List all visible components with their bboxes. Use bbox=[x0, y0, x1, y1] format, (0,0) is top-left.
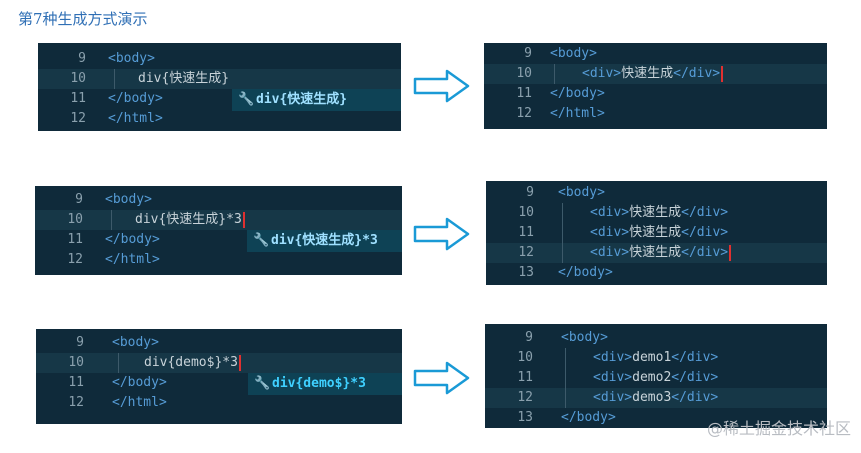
code-line-input[interactable]: div{demo$}*3 bbox=[144, 353, 241, 373]
code-line-input[interactable]: div{快速生成} bbox=[138, 71, 230, 86]
line-number: 11 bbox=[518, 225, 534, 240]
line-number: 12 bbox=[70, 111, 86, 126]
line-number: 10 bbox=[68, 355, 84, 370]
line-number: 9 bbox=[76, 335, 84, 350]
code-line: <body> bbox=[108, 51, 155, 66]
text-cursor bbox=[242, 211, 245, 228]
line-number: 10 bbox=[518, 205, 534, 220]
line-number: 9 bbox=[75, 192, 83, 207]
emmet-suggestion[interactable]: 🔧div{快速生成} bbox=[232, 89, 401, 111]
line-number: 11 bbox=[68, 375, 84, 390]
line-number: 11 bbox=[67, 232, 83, 247]
line-number: 9 bbox=[78, 51, 86, 66]
line-number: 10 bbox=[517, 350, 533, 365]
code-line: <body> bbox=[561, 330, 608, 345]
text-cursor bbox=[238, 354, 241, 371]
code-line: <body> bbox=[105, 192, 152, 207]
code-line: </html> bbox=[550, 106, 605, 121]
line-number: 10 bbox=[70, 71, 86, 86]
code-line: <body> bbox=[112, 335, 159, 350]
text-cursor bbox=[721, 65, 724, 82]
line-number: 12 bbox=[516, 106, 532, 121]
line-number: 12 bbox=[518, 245, 534, 260]
line-number: 12 bbox=[517, 390, 533, 405]
emmet-suggestion[interactable]: 🔧div{快速生成}*3 bbox=[247, 230, 402, 252]
line-number: 11 bbox=[70, 91, 86, 106]
line-number: 11 bbox=[516, 86, 532, 101]
line-number: 9 bbox=[526, 185, 534, 200]
editor-panel-before-3: 9 <body> 10 div{demo$}*3 11 </body> 12 </htm… bbox=[36, 329, 402, 424]
arrow-right-icon bbox=[413, 217, 470, 251]
code-line: </body> bbox=[550, 86, 605, 101]
code-line: </body> bbox=[561, 410, 616, 425]
editor-panel-after-1: 9<body> 10<div>快速生成</div> 11</body> 12</… bbox=[484, 43, 827, 129]
emmet-suggestion[interactable]: 🔧div{demo$}*3 bbox=[248, 373, 402, 395]
editor-panel-after-2: 9<body> 10<div>快速生成</div> 11<div>快速生成</d… bbox=[486, 181, 827, 285]
line-number: 9 bbox=[524, 46, 532, 61]
line-number: 10 bbox=[516, 66, 532, 81]
arrow-right-icon bbox=[413, 361, 470, 395]
line-number: 12 bbox=[67, 252, 83, 267]
text-cursor bbox=[729, 244, 732, 261]
wrench-icon: 🔧 bbox=[254, 376, 271, 391]
line-number: 10 bbox=[67, 212, 83, 227]
code-line: </body> bbox=[112, 375, 167, 390]
code-line: </html> bbox=[108, 111, 163, 126]
line-number: 11 bbox=[517, 370, 533, 385]
code-line: <body> bbox=[558, 185, 605, 200]
wrench-icon: 🔧 bbox=[253, 233, 270, 248]
line-number: 12 bbox=[68, 395, 84, 410]
code-line-input[interactable]: div{快速生成}*3 bbox=[135, 210, 245, 230]
code-line: </body> bbox=[558, 265, 613, 280]
arrow-right-icon bbox=[413, 69, 470, 103]
page-title: 第7种生成方式演示 bbox=[18, 10, 148, 28]
code-line: <body> bbox=[550, 46, 597, 61]
editor-panel-after-3: 9<body> 10<div>demo1</div> 11<div>demo2<… bbox=[485, 324, 827, 428]
code-line: </body> bbox=[105, 232, 160, 247]
code-line: </body> bbox=[108, 91, 163, 106]
code-line: </html> bbox=[105, 252, 160, 267]
watermark: @稀土掘金技术社区 bbox=[706, 419, 851, 438]
line-number: 13 bbox=[518, 265, 534, 280]
editor-panel-before-2: 9 <body> 10 div{快速生成}*3 11 </body> 12 </html… bbox=[35, 186, 402, 275]
line-number: 13 bbox=[517, 410, 533, 425]
line-number: 9 bbox=[525, 330, 533, 345]
code-line: </html> bbox=[112, 395, 167, 410]
wrench-icon: 🔧 bbox=[238, 92, 255, 107]
